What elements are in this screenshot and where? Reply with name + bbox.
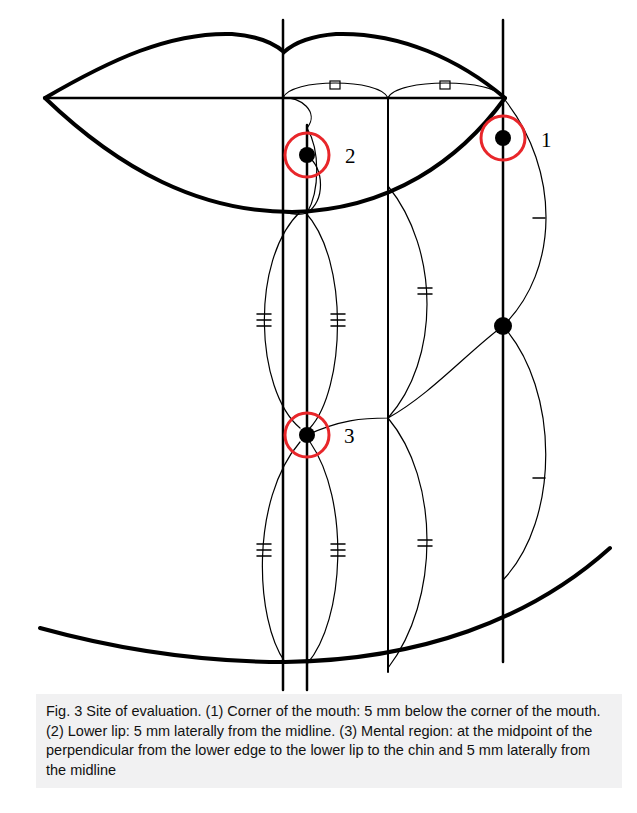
figure-caption: Fig. 3 Site of evaluation. (1) Corner of… <box>36 694 622 788</box>
callout-number: 3 <box>344 426 355 447</box>
callout-number: 2 <box>345 146 356 167</box>
callout-number: 1 <box>541 130 552 151</box>
